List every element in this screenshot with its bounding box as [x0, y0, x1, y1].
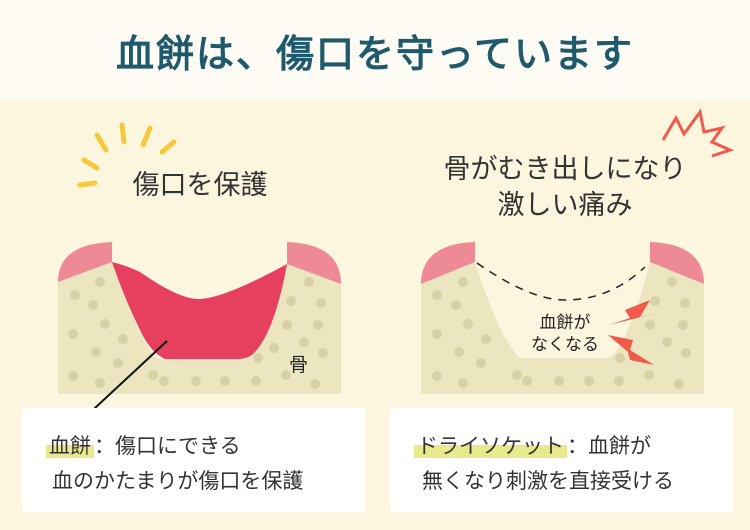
- right-heading-line2: 激しい痛み: [497, 190, 633, 221]
- right-heading-line1: 骨がむき出しになり: [443, 154, 687, 185]
- separator: ：: [567, 434, 588, 458]
- right-heading: 骨がむき出しになり 激しい痛み: [420, 152, 710, 224]
- caption-line2: 無くなり刺激を直接受ける: [422, 469, 674, 493]
- term-highlight: ドライソケット: [414, 434, 567, 458]
- caption-text: 血餅が: [588, 434, 651, 458]
- bone: [58, 262, 341, 394]
- socket-label-line1: 血餅が: [539, 313, 591, 333]
- caption-line2: 血のかたまりが傷口を保護: [52, 469, 304, 493]
- gum-left: [58, 242, 112, 282]
- gum-left: [421, 242, 475, 284]
- caption-line1: ドライソケット：血餅が: [414, 430, 651, 460]
- bone-label: 骨: [289, 354, 309, 376]
- caption-text: 傷口にできる: [115, 434, 241, 458]
- pain-burst-icon: [661, 108, 735, 158]
- right-caption-box: ドライソケット：血餅が 無くなり刺激を直接受ける: [390, 408, 734, 512]
- bone: [421, 262, 704, 394]
- missing-clot-outline: [476, 262, 646, 301]
- gum-right: [650, 242, 704, 284]
- right-socket-diagram: [421, 242, 704, 394]
- page-title: 血餅は、傷口を守っています: [115, 31, 635, 76]
- separator: ：: [94, 434, 115, 458]
- term-highlight: 血餅: [46, 434, 94, 458]
- lightning-icon: [609, 300, 661, 325]
- left-caption-box: 血餅：傷口にできる 血のかたまりが傷口を保護: [22, 408, 366, 512]
- left-socket-diagram: [58, 242, 341, 422]
- blood-clot: [112, 262, 287, 359]
- caption-line1: 血餅：傷口にできる: [46, 430, 241, 460]
- lightning-icon: [608, 335, 654, 365]
- title-band: 血餅は、傷口を守っています: [0, 0, 750, 100]
- socket-label: 血餅が なくなる: [520, 312, 610, 356]
- pointer-line: [80, 340, 168, 422]
- socket-label-line2: なくなる: [531, 335, 599, 355]
- sparkle-icon: [77, 122, 177, 188]
- gum-right: [287, 242, 341, 284]
- left-heading: 傷口を保護: [132, 170, 268, 201]
